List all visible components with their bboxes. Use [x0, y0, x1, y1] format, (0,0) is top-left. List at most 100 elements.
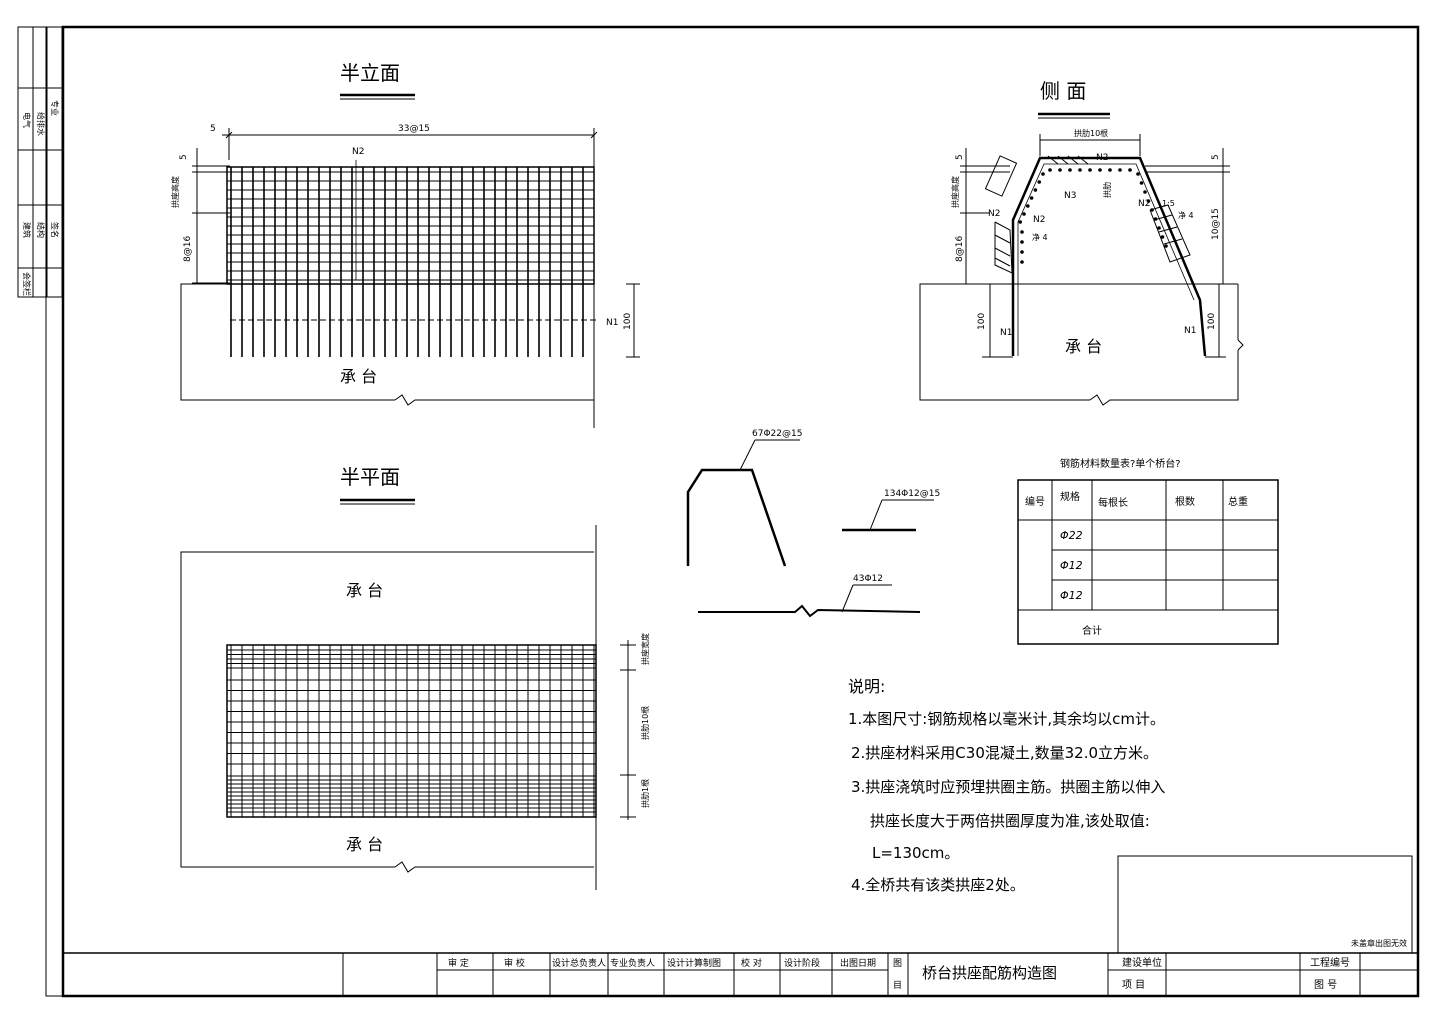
view-title: 半立面: [340, 61, 400, 85]
dim-label: 拱肋1根: [640, 779, 650, 808]
note-label: 净 4: [1032, 232, 1048, 242]
bar-label: N1: [1000, 328, 1012, 338]
rebar-dot: [1058, 168, 1062, 172]
view-title: 侧 面: [1040, 79, 1086, 103]
dim-label: 100: [977, 313, 987, 330]
cap-label: 承 台: [346, 835, 383, 854]
strip-cell: 给排水: [36, 112, 46, 136]
rebar-dot: [1143, 190, 1147, 194]
dim-label: 100: [1207, 313, 1217, 330]
dim-label: 10@15: [1211, 208, 1221, 240]
tu-label: 图: [893, 958, 902, 969]
rebar-dot: [1128, 168, 1132, 172]
rebar-dot: [1033, 188, 1038, 192]
bar-label: N2: [1096, 153, 1108, 163]
bar-label: N3: [1064, 191, 1076, 201]
table-title: 钢筋材料数量表?单个桥台?: [1060, 457, 1181, 470]
rebar-dot: [1020, 250, 1024, 254]
dim-label: 5: [1211, 154, 1221, 160]
rebar-dot: [1020, 230, 1024, 234]
drawing-title: 桥台拱座配筋构造图: [922, 964, 1057, 982]
dim-label: 33@15: [398, 124, 430, 134]
strip-cell: 电气: [22, 112, 32, 128]
inner-frame: [61, 25, 1420, 998]
dim-label: 拱座宽度: [640, 633, 650, 665]
rebar-dot: [1098, 168, 1102, 172]
half-elevation-view: 半立面 5 33@15 5 拱座高度 8@16 N1 N2: [170, 61, 640, 428]
note-label: 净 4: [1178, 210, 1194, 220]
material-table: 钢筋材料数量表?单个桥台? 编号 规格 每根长 根数 总重 Φ22 Φ12 Φ1…: [1017, 457, 1279, 645]
dim-label: 拱座高度: [170, 176, 180, 208]
rebar-dot: [1041, 172, 1045, 176]
dim-label: 拱肋10根: [640, 706, 650, 740]
arch-rib-right: [1047, 155, 1191, 263]
title-block: 未盖章出图无效 审 定 审 校 设计总负责人 专业负责人 设计计算制图 校 对 …: [63, 855, 1418, 996]
table-cell: Φ22: [1060, 529, 1083, 542]
table-total: 合计: [1082, 624, 1102, 637]
role-label: 出图日期: [840, 957, 876, 969]
dim-label: 5: [179, 154, 189, 160]
role-label: 审 校: [504, 957, 525, 969]
rebar-mesh: [227, 160, 594, 357]
role-label: 校 对: [741, 957, 762, 969]
table-header: 规格: [1060, 490, 1080, 503]
dim-label: 8@16: [955, 236, 965, 262]
bar-label: N1: [1184, 326, 1196, 336]
table-header: 总重: [1228, 495, 1248, 508]
cap-label: 承 台: [340, 367, 377, 386]
rebar-dots: [1018, 168, 1168, 264]
note-line: 拱座长度大于两倍拱圈厚度为准,该处取值:: [870, 812, 1150, 830]
rebar-mesh: [227, 645, 596, 817]
rebar-dot: [1026, 204, 1030, 208]
half-plan-view: 半平面 承 台 承 台 拱座宽度 拱肋10根 拱肋1根: [180, 465, 650, 890]
dim-label: 100: [623, 313, 633, 330]
note-line: 3.拱座浇筑时应预埋拱圈主筋。拱圈主筋以伸入: [851, 778, 1165, 796]
rebar-dot: [1078, 168, 1082, 172]
rebar-dot: [1146, 199, 1151, 203]
rebar-dot: [1022, 212, 1026, 216]
role-label: 设计计算制图: [667, 957, 721, 969]
note-line: 2.拱座材料采用C30混凝土,数量32.0立方米。: [851, 744, 1158, 762]
table-header: 根数: [1175, 495, 1195, 508]
dim-label: 5: [210, 124, 216, 134]
project-no-label: 工程编号: [1310, 956, 1350, 969]
table-cell: Φ12: [1060, 559, 1083, 572]
table-cell: Φ12: [1060, 589, 1083, 602]
rebar-dot: [1088, 168, 1092, 172]
rebar-dot: [1139, 181, 1144, 185]
cap-label: 承 台: [1065, 337, 1102, 356]
strip-cell: 建筑: [22, 222, 32, 238]
notes: 说明: 1.本图尺寸:钢筋规格以毫米计,其余均以cm计。 2.拱座材料采用C30…: [848, 677, 1165, 894]
role-label: 设计总负责人: [552, 957, 606, 969]
strip-cell: 签名: [50, 222, 60, 238]
bar-shape-details: 67Φ22@15 134Φ12@15 43Φ12: [686, 429, 940, 618]
cap-label: 承 台: [346, 581, 383, 600]
bar-label: 43Φ12: [853, 574, 883, 584]
bar-label: N2: [1138, 199, 1150, 209]
table-header: 编号: [1025, 495, 1045, 508]
role-label: 专业负责人: [610, 957, 655, 969]
bar-label: 67Φ22@15: [752, 429, 802, 439]
notes-heading: 说明:: [848, 677, 885, 696]
rebar-dot: [1157, 226, 1161, 230]
bar-label: 拱肋: [1102, 182, 1112, 198]
countersign-strip: 电气 给排水 建筑 结构 签名 会签栏 专业: [17, 26, 63, 298]
view-title: 半平面: [340, 465, 400, 489]
side-view: 侧 面 承 台: [919, 79, 1244, 406]
bar-label: N2: [352, 147, 364, 157]
dim-label: 5: [955, 154, 965, 160]
bar-label: 1:5: [1162, 199, 1175, 208]
note-line: 1.本图尺寸:钢筋规格以毫米计,其余均以cm计。: [848, 710, 1165, 728]
strip-cell: 专业: [50, 100, 60, 116]
rebar-dot: [1020, 240, 1024, 244]
construction-unit-label: 建设单位: [1122, 956, 1162, 969]
rebar-dot: [1020, 260, 1024, 264]
dim-label: 拱肋10根: [1074, 128, 1108, 138]
rebar-dot: [1029, 196, 1034, 200]
rebar-dot: [1136, 172, 1140, 176]
mu-label: 目: [893, 980, 902, 991]
dim-label: 8@16: [183, 236, 193, 262]
project-label: 项 目: [1122, 979, 1145, 991]
rebar-dot: [1048, 168, 1052, 172]
